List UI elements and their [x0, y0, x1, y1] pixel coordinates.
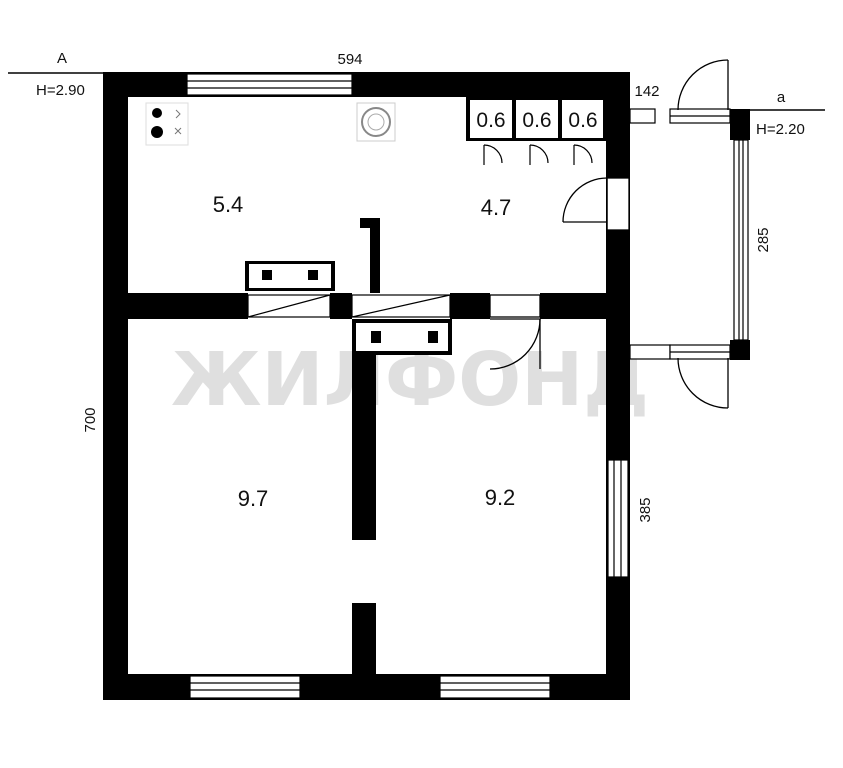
room-4-area: 9.2 [485, 485, 516, 510]
room-3-area: 9.7 [238, 486, 269, 511]
closet-1-area: 0.6 [476, 109, 505, 132]
windows [186, 73, 749, 699]
door-veranda-top [677, 59, 729, 111]
closet-2-area: 0.6 [522, 109, 551, 132]
stove-heater-bottom [351, 294, 452, 355]
room-1-area: 5.4 [213, 192, 244, 217]
closet-doors [483, 144, 593, 165]
room-2-area: 4.7 [481, 195, 512, 220]
closet-3-area: 0.6 [568, 109, 597, 132]
dimension-height-right: 385 [637, 497, 654, 522]
door-interior [489, 294, 541, 370]
interior-walls [128, 218, 606, 674]
dimension-height-veranda: 285 [755, 227, 772, 252]
level-veranda-label: a [777, 89, 786, 106]
dimension-width-main: 594 [337, 51, 362, 68]
dimension-height-left: 700 [82, 407, 99, 432]
door-veranda-bottom [677, 357, 729, 409]
stove-icon [145, 102, 189, 146]
veranda [629, 108, 750, 360]
dimension-width-veranda: 142 [634, 83, 659, 100]
door-kitchen [562, 177, 630, 231]
height-main-label: H=2.90 [36, 82, 85, 99]
sink-icon [356, 102, 396, 142]
stove-heater-top [245, 261, 335, 318]
level-main-label: A [57, 50, 67, 67]
closets [466, 97, 606, 141]
height-veranda-label: H=2.20 [756, 121, 805, 138]
